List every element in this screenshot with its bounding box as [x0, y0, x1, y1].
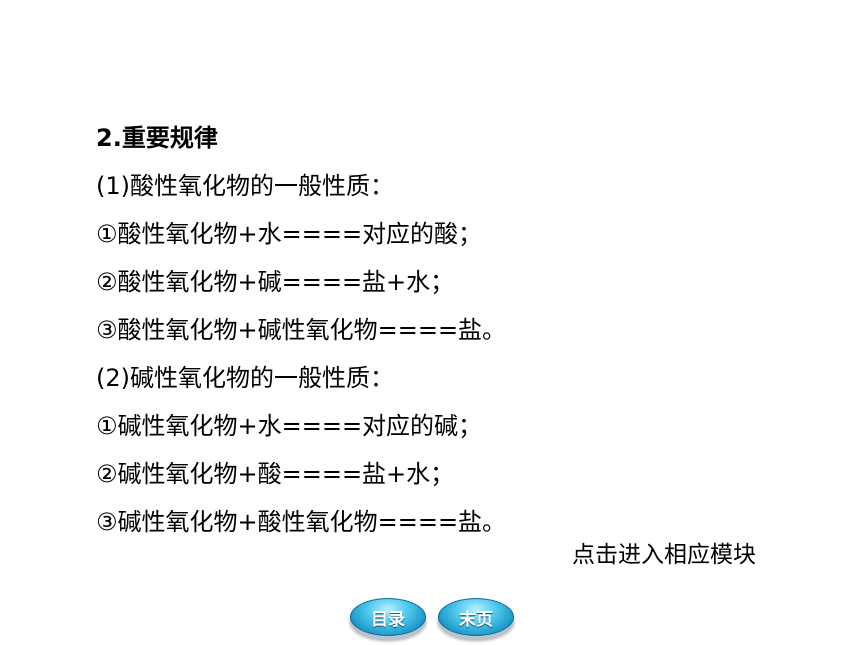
basic-oxide-item: ②碱性氧化物+酸====盐+水；	[96, 460, 455, 488]
basic-oxide-item: ③碱性氧化物+酸性氧化物====盐。	[96, 508, 507, 536]
section-heading: 2.重要规律	[96, 124, 218, 152]
basic-oxide-title: (2)碱性氧化物的一般性质：	[96, 364, 394, 392]
basic-oxide-item: ①碱性氧化物+水====对应的碱；	[96, 412, 483, 440]
last-page-label: 末页	[459, 609, 493, 630]
slide-content: 2.重要规律 (1)酸性氧化物的一般性质： ①酸性氧化物+水====对应的酸； …	[96, 114, 816, 546]
slide-navigation: 目录 末页	[350, 598, 520, 642]
acid-oxide-item: ①酸性氧化物+水====对应的酸；	[96, 220, 483, 248]
last-page-button[interactable]: 末页	[438, 598, 514, 636]
table-of-contents-label: 目录	[371, 609, 405, 630]
enter-module-link[interactable]: 点击进入相应模块	[572, 542, 756, 568]
table-of-contents-button[interactable]: 目录	[350, 598, 426, 636]
acid-oxide-item: ②酸性氧化物+碱====盐+水；	[96, 268, 455, 296]
acid-oxide-item: ③酸性氧化物+碱性氧化物====盐。	[96, 316, 507, 344]
acid-oxide-title: (1)酸性氧化物的一般性质：	[96, 172, 394, 200]
